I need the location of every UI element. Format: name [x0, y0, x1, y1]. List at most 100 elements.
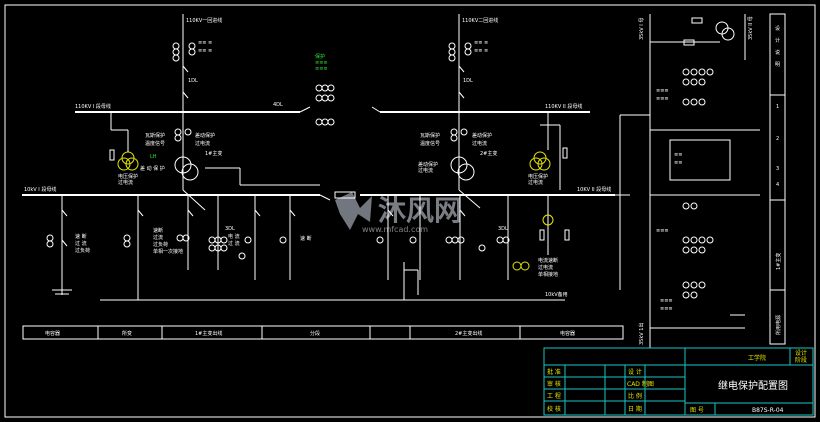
strip-label-2: 所变 [122, 330, 132, 337]
svg-text:设: 设 [775, 25, 780, 32]
title-row-role2-4: 日 期 [628, 405, 642, 413]
svg-text:35kV 1出: 35kV 1出 [638, 323, 645, 345]
svg-text:电压保护: 电压保护 [118, 173, 138, 180]
svg-text:温度信号: 温度信号 [145, 140, 165, 147]
transformer-2-winding [450, 156, 468, 174]
drawing-title: 继电保护配置图 [718, 379, 788, 392]
side-panel: 35kV I 母 35kV II 母 ≡≡≡ ≡≡≡ ≡≡ ≡≡ ≡≡≡ ≡≡≡… [638, 13, 786, 348]
svg-text:瓦斯保护: 瓦斯保护 [420, 132, 440, 139]
lv-bus: 10kV I 段母线 10KV II 段母线 [22, 186, 615, 201]
breaker-4dl: 4DL [273, 102, 283, 108]
transformer-bay-2: 瓦斯保护 温度信号 差动保护 过电流 2#主变 电压保护 过电流 差动保护 过电… [418, 112, 568, 209]
strip-label-6: 2#主变出线 [455, 330, 482, 337]
incoming-line-2-label: 110KV二回进线 [462, 17, 498, 24]
svg-text:差 动 保 护: 差 动 保 护 [140, 165, 165, 172]
svg-text:计: 计 [775, 37, 780, 44]
school-name: 工学院 [748, 354, 766, 362]
hv-bus: 110KV I 段母线 110KV II 段母线 4DL [75, 102, 590, 113]
svg-text:速 断: 速 断 [300, 235, 312, 242]
svg-text:4: 4 [776, 182, 779, 188]
svg-text:≡≡≡: ≡≡≡ [656, 228, 669, 234]
side-relay-group-2: ≡≡≡ ≡≡≡ ≡≡≡ [656, 202, 714, 312]
design-stage-line-2: 阶段 [795, 356, 807, 364]
title-row-role-4: 校 核 [547, 405, 561, 413]
side-right-column [769, 13, 786, 345]
svg-text:电压保护: 电压保护 [528, 173, 548, 180]
svg-text:说: 说 [775, 49, 780, 56]
svg-text:过流: 过流 [153, 234, 163, 241]
svg-text:单相接地: 单相接地 [538, 271, 558, 278]
svg-text:≡≡≡: ≡≡≡ [315, 66, 328, 72]
svg-text:LH: LH [150, 154, 157, 160]
strip-label-7: 电容器 [560, 330, 575, 337]
transformer-2-label: 2#主变 [480, 150, 497, 157]
lv-bus-left-label: 10kV I 段母线 [24, 186, 56, 193]
svg-text:电 流: 电 流 [228, 233, 240, 240]
hv-bus-left-label: 110KV I 段母线 [75, 103, 111, 110]
svg-text:过 流: 过 流 [228, 240, 240, 247]
svg-text:1: 1 [776, 104, 779, 110]
incoming-1-ct-stack [172, 42, 196, 62]
diff-protection-note-1: 差动保护 [195, 132, 215, 139]
breaker-1dl-right: 1DL [463, 78, 473, 84]
side-relay-group-1: ≡≡≡ ≡≡≡ [656, 68, 714, 106]
hv-protection-note-1: 瓦斯保护 [145, 132, 165, 139]
title-row-role2-1: 设 计 [628, 368, 642, 376]
svg-text:过电流: 过电流 [528, 179, 543, 186]
svg-text:3: 3 [776, 166, 779, 172]
lv-feeder-note-1: 速断 [153, 227, 163, 234]
title-row-role-2: 审 核 [547, 380, 561, 388]
svg-text:过电流: 过电流 [118, 179, 133, 186]
hv-bus-right-label: 110KV II 段母线 [545, 103, 582, 110]
svg-text:≡≡ ≡: ≡≡ ≡ [198, 48, 212, 54]
svg-text:过负荷: 过负荷 [75, 247, 90, 254]
svg-text:2: 2 [776, 136, 779, 142]
strip-label-4: 分段 [310, 330, 320, 337]
svg-text:速 断: 速 断 [75, 233, 87, 240]
svg-text:过 流: 过 流 [75, 240, 87, 247]
svg-text:保护: 保护 [315, 53, 325, 60]
transformer-1-winding [174, 156, 192, 174]
side-strip-label-2: 所用电源 [775, 315, 782, 335]
svg-text:过电流: 过电流 [538, 264, 553, 271]
title-row-role-3: 工 程 [547, 392, 561, 400]
svg-text:≡≡≡: ≡≡≡ [660, 298, 673, 304]
title-row-role2-3: 比 例 [628, 392, 642, 400]
drawing-no: B87S-R-04 [752, 407, 784, 414]
strip-label-3: 1#主变出线 [195, 330, 222, 337]
title-block: 工学院 设计 阶段 继电保护配置图 图 号 B87S-R-04 批 准 审 核 … [543, 347, 814, 416]
svg-text:≡≡ ≡: ≡≡ ≡ [198, 40, 212, 46]
svg-text:≡≡: ≡≡ [674, 160, 682, 166]
lv-feeders-right: 3DL 电流速断 过电流 单相接地 10kV备用 [100, 195, 570, 301]
transformer-1-label: 1#主变 [205, 150, 222, 157]
svg-text:≡≡ ≡: ≡≡ ≡ [474, 40, 488, 46]
svg-text:差动保护: 差动保护 [472, 132, 492, 139]
svg-text:过电流: 过电流 [195, 140, 210, 147]
bottom-label-strip: 电容器 所变 1#主变出线 分段 2#主变出线 电容器 [22, 325, 624, 340]
incoming-line-1-label: 110KV一回进线 [186, 17, 222, 24]
breaker-3dl-left: 3DL [225, 226, 235, 232]
lv-spare-label: 10kV备用 [545, 291, 568, 298]
breaker-3dl-right: 3DL [498, 226, 508, 232]
design-stage-line-1: 设计 [795, 349, 807, 357]
lv-feeders-left: 速 断 过 流 过负荷 速断 过流 过负荷 单相一次接地 3DL 电 流 过 流… [46, 195, 312, 300]
side-label-35kv-1: 35kV I 母 [639, 18, 645, 40]
svg-text:≡≡≡: ≡≡≡ [660, 306, 673, 312]
svg-text:≡≡ ≡: ≡≡ ≡ [474, 48, 488, 54]
drawing-border [4, 4, 816, 418]
lv-bus-right-label: 10KV II 段母线 [577, 186, 611, 193]
svg-text:≡≡: ≡≡ [674, 152, 682, 158]
watermark-logo-icon [335, 192, 372, 230]
svg-text:过电流: 过电流 [418, 167, 433, 174]
svg-text:过负荷: 过负荷 [153, 241, 168, 248]
watermark-url: www.mfcad.com [362, 225, 428, 234]
svg-text:过电流: 过电流 [472, 140, 487, 147]
transformer-bay-1: 瓦斯保护 温度信号 差动保护 过电流 1#主变 差 动 保 护 电压保护 过电流… [109, 112, 320, 211]
side-strip-label-1: 1#主变 [775, 253, 782, 270]
svg-text:温度信号: 温度信号 [420, 140, 440, 147]
bus-tie-ct: 保护 ≡≡≡ ≡≡≡ [315, 53, 335, 126]
side-label-35kv-2: 35kV II 母 [748, 16, 754, 40]
incoming-line-2: 110KV二回进线 ≡≡ ≡ ≡≡ ≡ 1DL [448, 14, 498, 112]
svg-text:≡≡≡: ≡≡≡ [656, 88, 669, 94]
